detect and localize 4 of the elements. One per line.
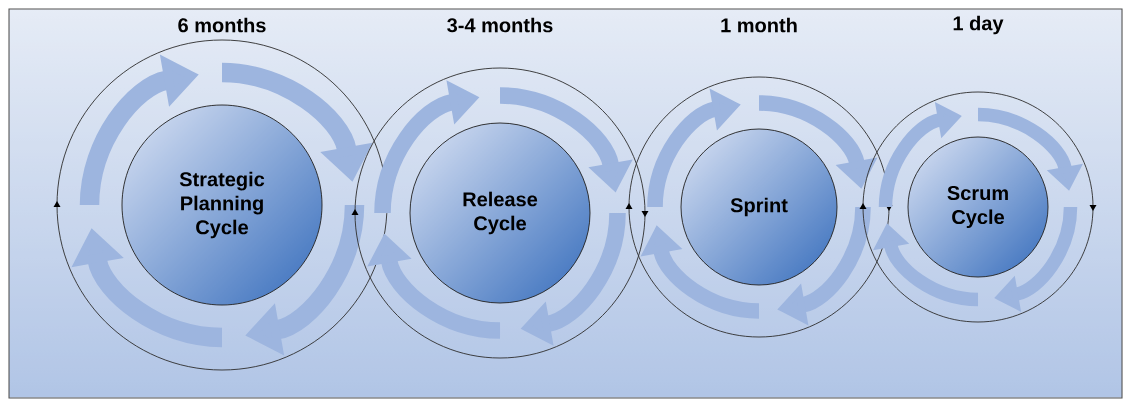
duration-label: 1 month xyxy=(721,17,797,33)
duration-label: 3-4 months xyxy=(447,17,553,33)
duration-label: 6 months xyxy=(178,17,266,33)
duration-label: 1 day xyxy=(953,15,1004,35)
